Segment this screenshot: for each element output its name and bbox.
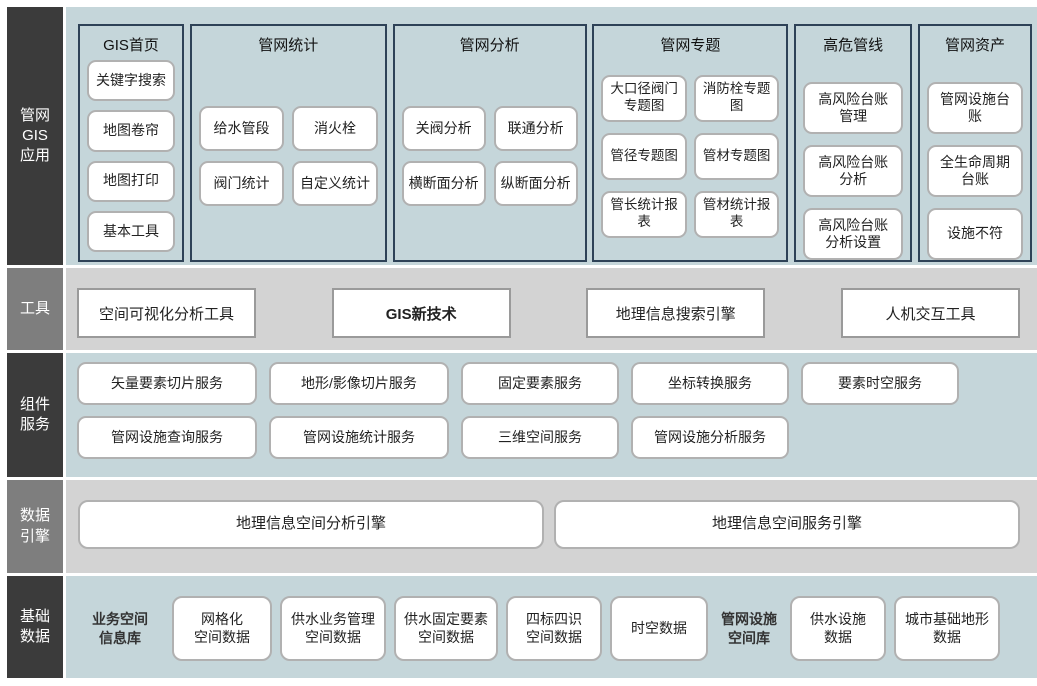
service-box: 固定要素服务 [461,362,619,405]
section-network-statistics: 管网统计 给水管段 消火栓 阀门统计 自定义统计 [189,24,387,262]
service-box: 坐标转换服务 [631,362,789,405]
database-group-label: 管网设施 空间库 [721,610,777,646]
section-items: 关键字搜索 地图卷帘 地图打印 基本工具 [87,60,175,252]
module-box: 横断面分析 [401,161,486,206]
data-box: 供水固定要素 空间数据 [394,596,498,661]
module-box: 基本工具 [87,210,175,252]
module-box: 管网设施台 账 [926,82,1023,134]
module-box: 纵断面分析 [493,161,578,206]
layer-body-gis-application: GIS首页 关键字搜索 地图卷帘 地图打印 基本工具 管网统计 给水管段 消火栓… [66,7,1037,265]
layer-label-base-data: 基础 数据 [7,576,63,678]
service-box: 矢量要素切片服务 [77,362,257,405]
module-box: 管材专题图 [693,132,780,180]
module-box: 全生命周期 台账 [926,145,1023,197]
layer-body-base-data: 业务空间 信息库 网格化 空间数据 供水业务管理 空间数据 供水固定要素 空间数… [66,576,1037,678]
data-box: 供水设施 数据 [790,596,886,661]
service-box: 管网设施查询服务 [77,416,257,459]
layer-gis-application: 管网 GIS 应用 GIS首页 关键字搜索 地图卷帘 地图打印 基本工具 管网统… [7,7,1037,265]
data-box: 城市基础地形 数据 [894,596,1000,661]
module-box: 地图卷帘 [87,110,175,152]
service-box: 地形/影像切片服务 [269,362,449,405]
tool-box: 人机交互工具 [840,288,1020,338]
tool-box: GIS新技术 [331,288,511,338]
section-title: 管网专题 [660,37,721,54]
layer-component-services: 组件 服务 矢量要素切片服务 地形/影像切片服务 固定要素服务 坐标转换服务 要… [7,353,1037,477]
module-box: 给水管段 [198,106,285,151]
service-box: 要素时空服务 [801,362,959,405]
module-box: 高风险台账 管理 [803,82,904,134]
data-box: 网格化 空间数据 [172,596,272,661]
module-box: 阀门统计 [198,161,285,206]
tool-box: 地理信息搜索引擎 [586,288,766,338]
section-network-analysis: 管网分析 关阀分析 联通分析 横断面分析 纵断面分析 [392,24,587,262]
section-items: 高风险台账 管理 高风险台账 分析 高风险台账 分析设置 [803,82,904,260]
service-row: 矢量要素切片服务 地形/影像切片服务 固定要素服务 坐标转换服务 要素时空服务 [77,362,1037,405]
engine-box: 地理信息空间服务引擎 [554,500,1020,549]
section-network-assets: 管网资产 管网设施台 账 全生命周期 台账 设施不符 [917,24,1032,262]
section-title: 高危管线 [823,37,884,54]
module-box: 管径专题图 [601,132,687,180]
module-box: 地图打印 [87,160,175,202]
engine-box: 地理信息空间分析引擎 [78,500,544,549]
service-box: 三维空间服务 [461,416,619,459]
module-box: 自定义统计 [292,161,378,206]
data-box: 四标四识 空间数据 [506,596,602,661]
diagram-frame: 管网 GIS 应用 GIS首页 关键字搜索 地图卷帘 地图打印 基本工具 管网统… [7,7,1037,678]
data-box: 供水业务管理 空间数据 [280,596,386,661]
data-box: 时空数据 [610,596,708,661]
section-title: 管网分析 [459,37,520,54]
layer-body-tools: 空间可视化分析工具 GIS新技术 地理信息搜索引擎 人机交互工具 [66,268,1037,350]
section-items: 给水管段 消火栓 阀门统计 自定义统计 [198,106,378,206]
tool-box: 空间可视化分析工具 [77,288,256,338]
layer-label-component-services: 组件 服务 [7,353,63,477]
section-gis-home: GIS首页 关键字搜索 地图卷帘 地图打印 基本工具 [78,24,184,262]
section-title: 管网资产 [944,37,1005,54]
layer-tools: 工具 空间可视化分析工具 GIS新技术 地理信息搜索引擎 人机交互工具 [7,268,1037,350]
service-box: 管网设施统计服务 [269,416,449,459]
service-row: 管网设施查询服务 管网设施统计服务 三维空间服务 管网设施分析服务 [77,416,1037,459]
module-box: 消防栓专题 图 [693,74,780,122]
module-box: 高风险台账 分析设置 [803,208,904,260]
section-high-risk-pipeline: 高危管线 高风险台账 管理 高风险台账 分析 高风险台账 分析设置 [794,24,913,262]
module-box: 消火栓 [292,106,378,151]
layer-body-data-engine: 地理信息空间分析引擎 地理信息空间服务引擎 [66,480,1037,573]
module-box: 关阀分析 [401,106,486,151]
module-box: 联通分析 [493,106,578,151]
layer-label-gis-application: 管网 GIS 应用 [7,7,63,265]
database-group-label: 业务空间 信息库 [92,610,148,646]
module-box: 高风险台账 分析 [803,145,904,197]
layer-base-data: 基础 数据 业务空间 信息库 网格化 空间数据 供水业务管理 空间数据 供水固定… [7,576,1037,678]
section-title: GIS首页 [103,37,159,54]
section-title: 管网统计 [258,37,319,54]
module-box: 设施不符 [926,208,1023,260]
module-box: 关键字搜索 [87,60,175,102]
module-box: 管长统计报 表 [601,190,687,238]
service-box: 管网设施分析服务 [631,416,789,459]
module-box: 管材统计报 表 [693,190,780,238]
layer-data-engine: 数据 引擎 地理信息空间分析引擎 地理信息空间服务引擎 [7,480,1037,573]
section-items: 大口径阀门 专题图 消防栓专题 图 管径专题图 管材专题图 管长统计报 表 管材… [601,74,780,238]
layer-body-component-services: 矢量要素切片服务 地形/影像切片服务 固定要素服务 坐标转换服务 要素时空服务 … [66,353,1037,477]
section-items: 管网设施台 账 全生命周期 台账 设施不符 [926,82,1023,260]
layer-label-tools: 工具 [7,268,63,350]
module-box: 大口径阀门 专题图 [601,74,687,122]
layer-label-data-engine: 数据 引擎 [7,480,63,573]
section-network-thematic: 管网专题 大口径阀门 专题图 消防栓专题 图 管径专题图 管材专题图 管长统计报… [592,24,789,262]
section-items: 关阀分析 联通分析 横断面分析 纵断面分析 [401,106,578,206]
